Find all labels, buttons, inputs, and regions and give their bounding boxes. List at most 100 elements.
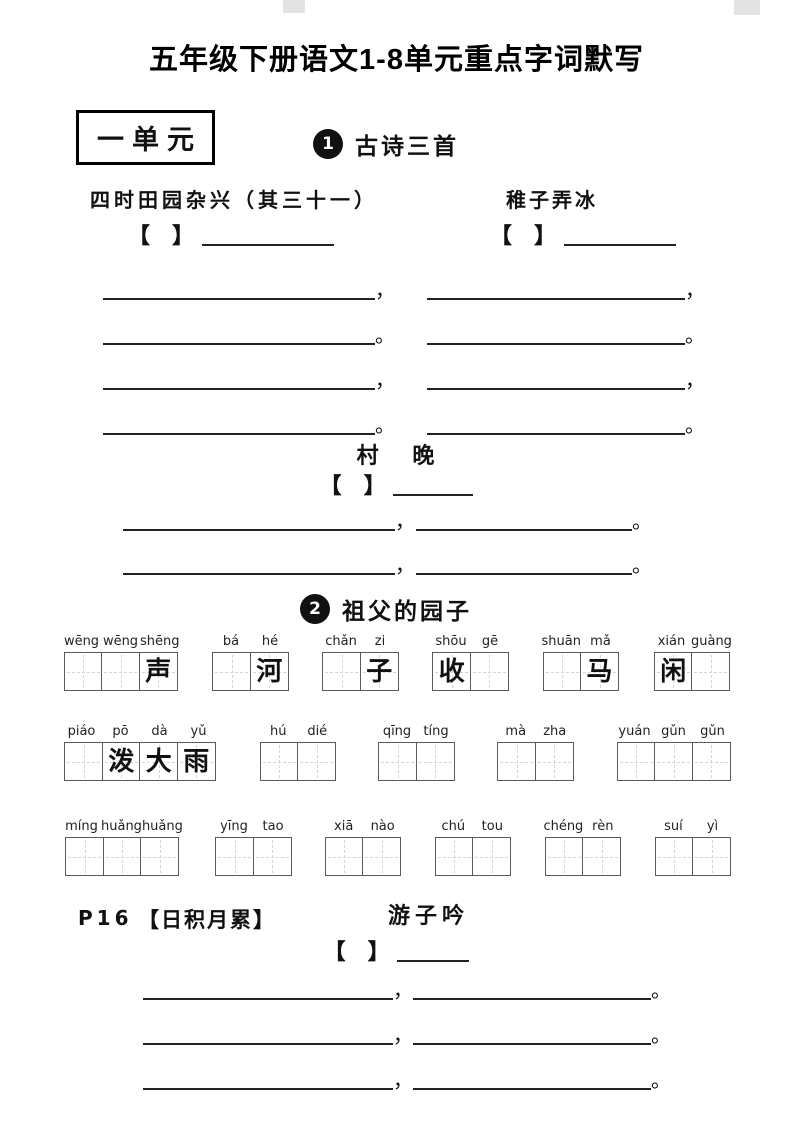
pinyin-syllable: yīng [220, 819, 248, 834]
bracket-close: 】 [172, 223, 195, 249]
answer-blank[interactable] [103, 282, 375, 300]
write-in-cell[interactable] [691, 742, 731, 781]
answer-blank[interactable] [427, 417, 685, 435]
pinyin-syllable: xiā [334, 819, 354, 834]
top-edge-artifact [734, 0, 760, 15]
author-blank[interactable] [563, 228, 676, 246]
character-grid [616, 742, 731, 781]
printed-char-cell: 声 [138, 652, 178, 691]
write-in-cell[interactable] [212, 652, 252, 691]
answer-blank[interactable] [123, 513, 395, 531]
answer-blank[interactable] [427, 282, 685, 300]
punctuation-comma: ， [395, 509, 415, 533]
answer-blank[interactable] [427, 327, 685, 345]
answer-blank[interactable] [103, 327, 375, 345]
write-in-cell[interactable] [362, 837, 402, 876]
poem-line-row: ， 。 [0, 505, 793, 549]
cunwan-answer-lines: ， 。 ， 。 [0, 505, 793, 593]
character-grid: 河 [212, 652, 289, 691]
pinyin-syllable: piáo [67, 724, 96, 739]
write-in-cell[interactable] [469, 652, 509, 691]
punctuation-period: 。 [632, 553, 652, 577]
pinyin-syllable: zi [374, 634, 386, 649]
pinyin-syllable: pō [112, 724, 129, 739]
write-in-cell[interactable] [534, 742, 574, 781]
printed-character: 雨 [183, 746, 210, 777]
answer-blank[interactable] [416, 557, 632, 575]
write-in-cell[interactable] [297, 742, 336, 781]
answer-blank[interactable] [427, 372, 685, 390]
author-bracket-cunwan: 【】 [0, 468, 793, 500]
write-in-cell[interactable] [378, 742, 418, 781]
poem-title-youziyin: 游子吟 [388, 903, 470, 929]
write-in-cell[interactable] [63, 652, 103, 691]
write-in-cell[interactable] [654, 837, 694, 876]
printed-character: 声 [145, 656, 172, 687]
pinyin-syllable: wēng [63, 634, 100, 649]
poem-title-zhizinongbing: 稚子弄冰 [506, 188, 598, 212]
printed-character: 收 [438, 656, 465, 687]
write-in-cell[interactable] [691, 652, 731, 691]
write-in-cell[interactable] [434, 837, 474, 876]
pinyin-syllable: wēng [102, 634, 139, 649]
write-in-cell[interactable] [65, 837, 105, 876]
character-grid: 马 [542, 652, 619, 691]
write-in-cell[interactable] [497, 742, 536, 781]
author-blank[interactable] [393, 478, 474, 496]
write-in-cell[interactable] [324, 837, 364, 876]
write-in-cell[interactable] [415, 742, 455, 781]
pinyin-syllable: yuán [618, 724, 651, 739]
answer-blank[interactable] [143, 982, 393, 1000]
pinyin-syllable: huǎng [141, 819, 183, 834]
character-grid [544, 837, 622, 876]
write-in-cell[interactable] [544, 837, 584, 876]
character-grid: 闲 [653, 652, 731, 691]
write-in-cell[interactable] [101, 652, 141, 691]
write-in-cell[interactable] [322, 652, 362, 691]
answer-blank[interactable] [413, 1027, 651, 1045]
write-in-cell[interactable] [140, 837, 180, 876]
answer-blank[interactable] [413, 1072, 651, 1090]
section-number-badge: 2 [300, 594, 330, 624]
write-in-cell[interactable] [215, 837, 255, 876]
author-blank[interactable] [201, 228, 334, 246]
pinyin-syllable: dié [307, 724, 328, 739]
write-in-cell[interactable] [64, 742, 104, 781]
write-in-cell[interactable] [692, 837, 732, 876]
write-in-cell[interactable] [654, 742, 693, 781]
printed-character: 大 [145, 746, 172, 777]
poem-line-row: 。 。 [0, 409, 793, 454]
write-in-cell[interactable] [252, 837, 292, 876]
answer-blank[interactable] [103, 417, 375, 435]
write-in-cell[interactable] [616, 742, 656, 781]
answer-blank[interactable] [123, 557, 395, 575]
answer-blank[interactable] [413, 982, 651, 1000]
write-in-cell[interactable] [102, 837, 142, 876]
pinyin-syllable: guàng [690, 634, 732, 649]
write-in-cell[interactable] [472, 837, 512, 876]
answer-blank[interactable] [103, 372, 375, 390]
answer-blank[interactable] [143, 1072, 393, 1090]
write-in-cell[interactable] [259, 742, 299, 781]
answer-blank[interactable] [143, 1027, 393, 1045]
pinyin-syllable: gǔn [700, 724, 725, 739]
write-in-cell[interactable] [542, 652, 582, 691]
answer-blank[interactable] [416, 513, 632, 531]
pinyin-syllable: mǎ [590, 634, 611, 649]
write-in-cell[interactable] [582, 837, 622, 876]
author-blank[interactable] [397, 944, 470, 962]
punctuation-period: 。 [375, 413, 395, 437]
pinyin-syllable: suí [664, 819, 683, 834]
